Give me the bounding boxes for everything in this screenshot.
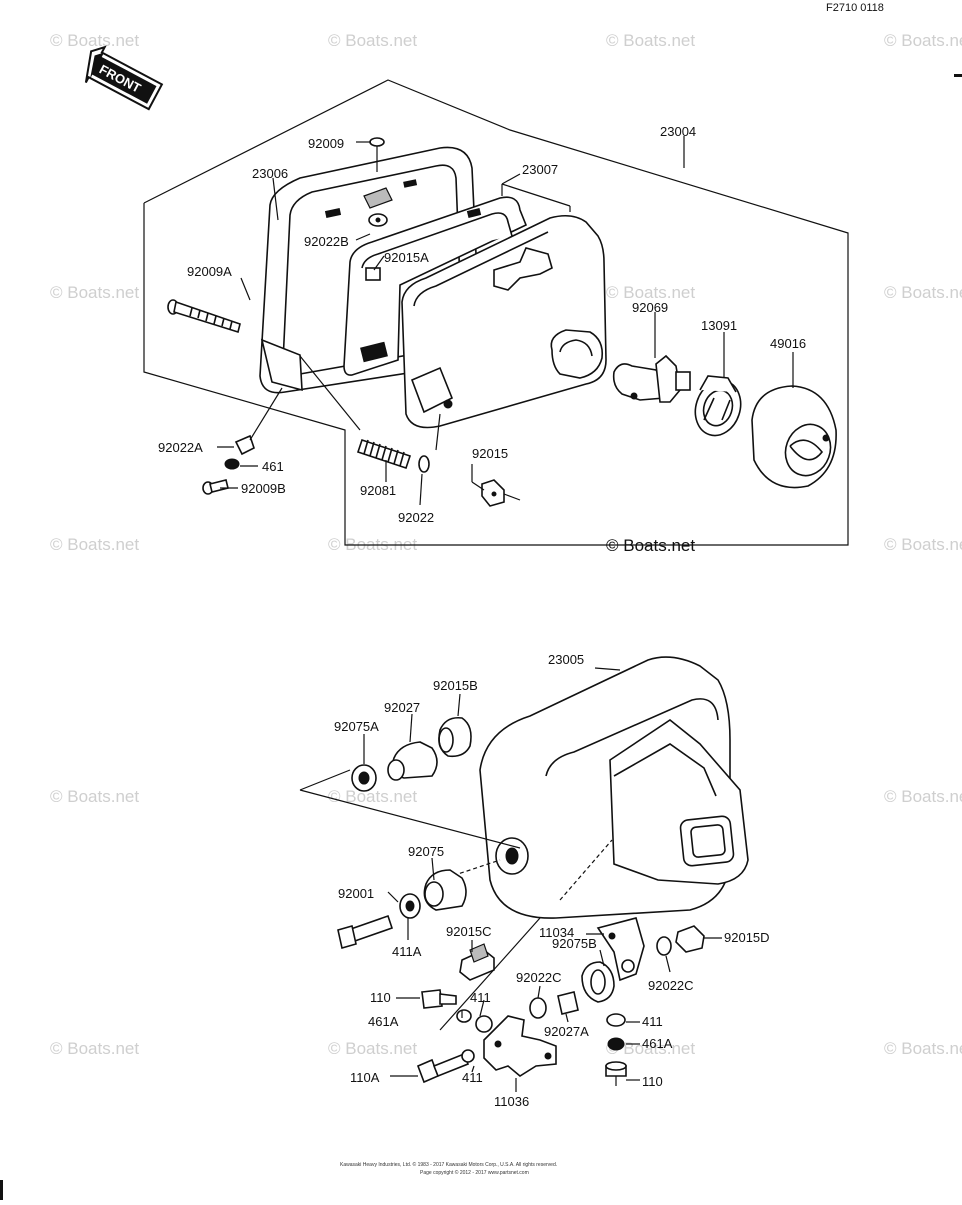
part-label: 92081	[360, 483, 396, 498]
diagram-code: F2710 0118	[826, 2, 884, 14]
watermark: © Boats.net	[884, 1039, 962, 1058]
part-label: 110A	[350, 1070, 380, 1085]
hardware-stack-right	[605, 1013, 627, 1086]
reflector-housing-23007	[343, 196, 528, 376]
spring-92081	[356, 438, 430, 473]
watermark: © Boats.net	[606, 283, 695, 302]
part-label: 92015D	[724, 930, 770, 945]
mount-outline	[299, 769, 541, 1031]
lower-assembly: 23005 92015B 92027 92075A 92075 92001 41…	[299, 652, 770, 1109]
part-label: 411A	[392, 944, 422, 959]
grommet-set-middle	[337, 869, 467, 950]
part-label: 92009A	[187, 264, 232, 279]
bulb-92069	[612, 354, 691, 403]
part-label: 92075B	[552, 936, 597, 951]
watermark: © Boats.net	[884, 31, 962, 50]
watermark: © Boats.net	[50, 31, 139, 50]
bolt-110-left	[421, 989, 493, 1033]
bracket-11036	[483, 1015, 557, 1077]
watermark: © Boats.net	[50, 283, 139, 302]
watermark: © Boats.net	[884, 283, 962, 302]
part-label: 92015A	[384, 250, 429, 265]
lower-part-labels: 23005 92015B 92027 92075A 92075 92001 41…	[334, 652, 770, 1109]
socket-13091	[694, 375, 742, 437]
nut-92015	[481, 479, 505, 507]
watermark: © Boats.net	[50, 1039, 139, 1058]
part-label: 461	[262, 459, 284, 474]
hardware-92022A-461-92009B	[202, 434, 255, 495]
part-label: 23004	[660, 124, 696, 139]
watermark: © Boats.net	[606, 31, 695, 50]
part-label: 23007	[522, 162, 558, 177]
nut-92015D	[656, 925, 705, 956]
part-label: 13091	[701, 318, 737, 333]
watermark: © Boats.net	[884, 787, 962, 806]
part-label: 92027A	[544, 1024, 589, 1039]
upper-assembly: 23004 92009 23006 23007 92022B 92015A 92…	[143, 79, 849, 546]
part-label: 411	[642, 1014, 663, 1029]
copyright-line: Kawasaki Heavy Industries, Ltd. © 1983 -…	[340, 1161, 557, 1168]
part-label: 11036	[494, 1094, 529, 1109]
sealed-beam-unit	[401, 214, 607, 429]
part-label: 110	[642, 1074, 663, 1089]
part-label: 461A	[368, 1014, 399, 1029]
grommet-set-upper	[351, 716, 472, 792]
part-label: 92075	[408, 844, 444, 859]
part-label: 92075A	[334, 719, 379, 734]
copyright-line-2: Page copyright © 2012 - 2017 www.partsne…	[420, 1169, 529, 1176]
bolt-110A	[416, 1049, 475, 1084]
part-label: 92022	[398, 510, 434, 525]
edge-mark	[0, 1180, 3, 1200]
watermark: © Boats.net	[50, 787, 139, 806]
part-label: 11034	[539, 925, 574, 940]
watermark: © Boats.net	[50, 535, 139, 554]
upper-part-labels: 23004 92009 23006 23007 92022B 92015A 92…	[158, 124, 806, 525]
edge-mark	[954, 74, 962, 77]
assembly-outline	[143, 79, 849, 546]
part-label: 92009B	[241, 481, 286, 496]
part-label: 92069	[632, 300, 668, 315]
part-label: 92015	[472, 446, 508, 461]
part-label: 92027	[384, 700, 420, 715]
dust-cover-49016	[751, 385, 837, 489]
part-label: 92009	[308, 136, 344, 151]
bracket-11034	[596, 917, 645, 982]
part-label: 92022B	[304, 234, 349, 249]
part-label: 92022C	[516, 970, 562, 985]
watermark: © Boats.net	[884, 535, 962, 554]
part-label: 92015B	[433, 678, 478, 693]
part-label: 23006	[252, 166, 288, 181]
front-arrow-badge: FRONT	[84, 45, 164, 111]
part-label: 49016	[770, 336, 806, 351]
part-label: 411	[462, 1070, 483, 1085]
part-label: 92001	[338, 886, 374, 901]
screw-92009	[363, 137, 393, 281]
lower-leader-lines	[363, 667, 722, 1092]
part-label: 110	[370, 990, 391, 1005]
part-label: 461A	[642, 1036, 673, 1051]
leader-lines	[217, 136, 794, 506]
bolt-92009A	[167, 299, 241, 334]
part-label: 23005	[548, 652, 584, 667]
part-label: 92022C	[648, 978, 694, 993]
part-label: 411	[470, 990, 491, 1005]
grommet-92075B	[529, 961, 615, 1019]
part-label: 92022A	[158, 440, 203, 455]
headlight-case-23005	[439, 656, 749, 919]
part-label: 92015C	[446, 924, 492, 939]
watermark: © Boats.net	[328, 1039, 417, 1058]
watermark: © Boats.net	[328, 787, 417, 806]
watermark: © Boats.net	[328, 31, 417, 50]
